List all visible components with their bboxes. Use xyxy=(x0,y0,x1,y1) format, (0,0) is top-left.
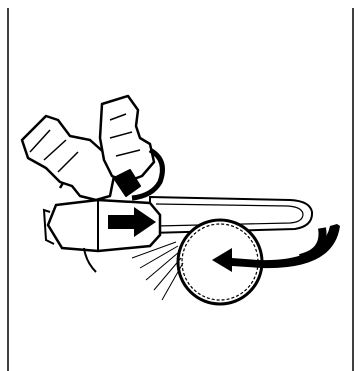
gloved-hands-icon xyxy=(22,96,162,200)
frame-border xyxy=(8,8,353,371)
sparks-icon xyxy=(132,242,183,300)
